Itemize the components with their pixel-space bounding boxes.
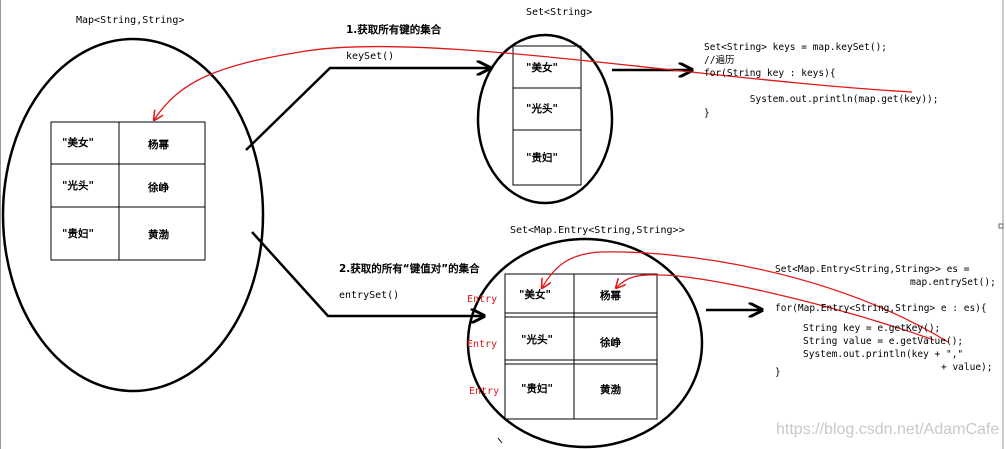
code2-line-8: }: [775, 367, 781, 378]
get-key-red-arrow: [154, 45, 913, 120]
step2-label: 2.获取的所有“键值对”的集合: [339, 263, 480, 275]
keyset-connector: [245, 68, 490, 151]
keyset-item-1: "美女": [526, 62, 558, 74]
step1-label: 1.获取所有键的集合: [346, 24, 442, 36]
watermark: https://blog.csdn.net/AdamCafe: [776, 421, 1000, 438]
entry-label-2: Entry: [467, 339, 498, 350]
code1-line-5: }: [704, 108, 710, 119]
step2-method: entrySet(): [339, 290, 400, 301]
step1-method: keySet(): [346, 51, 395, 62]
entry-key-1: "美女": [519, 289, 551, 301]
code2-line-4: String key = e.getKey();: [803, 323, 941, 334]
code2-line-6: System.out.println(key + ",": [803, 349, 964, 360]
entry-value-1: 杨幂: [600, 290, 621, 302]
getvalue-red-arrow: [616, 274, 935, 341]
entryset-table: [504, 273, 658, 420]
code1-line-4: System.out.println(map.get(key));: [704, 94, 939, 105]
map-key-3: "贵妇": [62, 228, 94, 240]
entry-key-2: "光头": [521, 334, 553, 346]
map-value-3: 黄渤: [148, 229, 169, 241]
keyset-title: Set<String>: [526, 7, 593, 18]
entryset-ellipse: [466, 237, 704, 449]
code1-line-2: //遍历: [704, 55, 735, 66]
entry-key-3: "贵妇": [521, 383, 553, 395]
code2-line-1: Set<Map.Entry<String,String>> es =: [775, 264, 970, 275]
map-value-2: 徐峥: [148, 182, 169, 194]
getkey-red-arrow: [542, 251, 949, 343]
code2-line-7: + value);: [941, 362, 993, 373]
frame-tick: [998, 223, 1004, 229]
code1-line-1: Set<String> keys = map.keySet();: [704, 42, 888, 53]
map-key-2: "光头": [62, 180, 94, 192]
entryset-title: Set<Map.Entry<String,String>>: [510, 225, 685, 236]
entryset-connector: [251, 231, 484, 316]
map-key-1: "美女": [62, 137, 94, 149]
code2-line-2: map.entrySet();: [910, 277, 996, 288]
entry-value-3: 黄渤: [600, 384, 621, 396]
small-mark: [497, 437, 503, 444]
entry-value-2: 徐峥: [600, 337, 621, 349]
code1-line-3: for(String key : keys){: [704, 68, 836, 79]
map-table: [50, 121, 206, 261]
keyset-table: [512, 45, 582, 186]
map-value-1: 杨幂: [148, 139, 169, 151]
map-title: Map<String,String>: [76, 15, 185, 26]
keyset-ellipse: [476, 33, 614, 205]
keyset-item-2: "光头": [526, 103, 558, 115]
entry-label-3: Entry: [469, 386, 500, 397]
code2-line-5: String value = e.getValue();: [803, 336, 964, 347]
map-ellipse: [1, 37, 265, 393]
entry-label-1: Entry: [467, 294, 498, 305]
keyset-item-3: "贵妇": [526, 152, 558, 164]
code2-line-3: for(Map.Entry<String,String> e : es){: [775, 303, 987, 314]
